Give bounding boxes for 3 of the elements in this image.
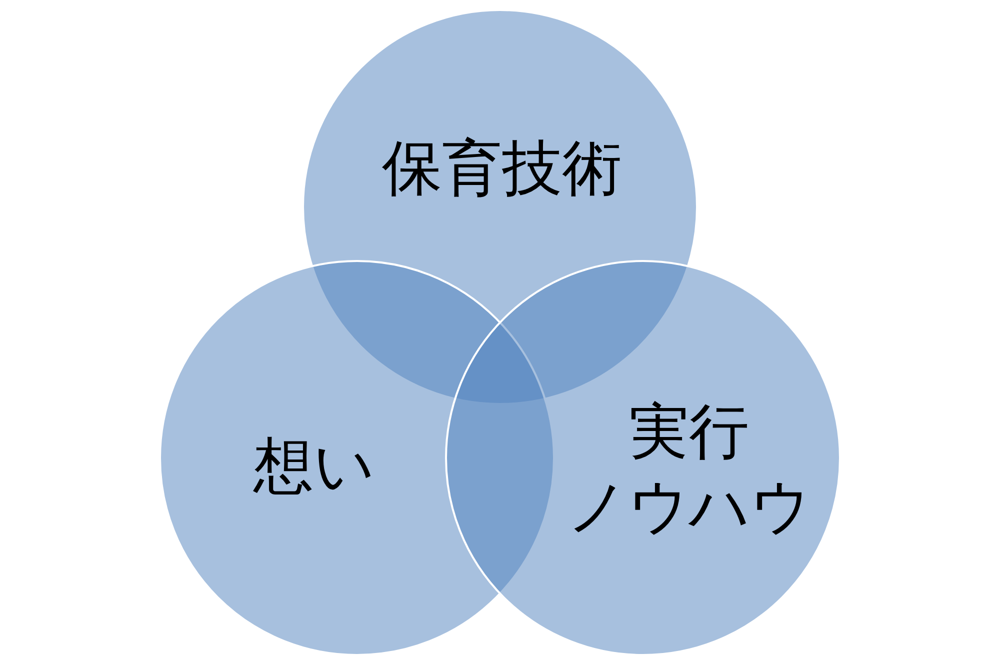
circle-label: 想い <box>254 430 374 504</box>
circle-label: 保育技術 <box>382 132 622 206</box>
circle-label: 実行ノウハウ <box>567 396 811 544</box>
